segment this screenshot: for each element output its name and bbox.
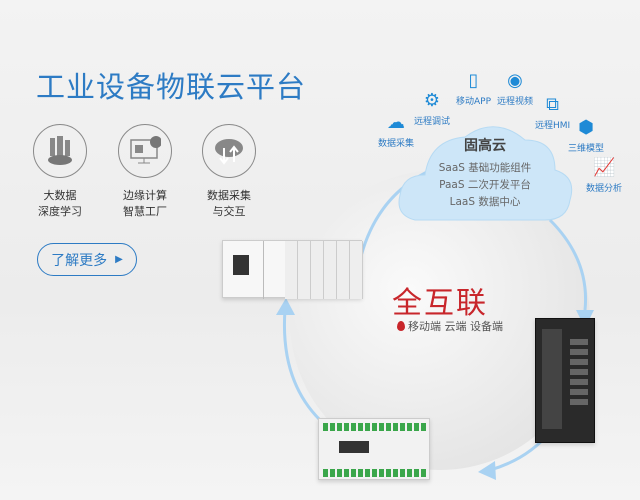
service-label: 三维模型 — [568, 144, 605, 154]
play-arrow-icon: ▶ — [115, 254, 123, 265]
service-label: 远程HMI — [535, 121, 571, 131]
arrow-arc — [548, 218, 588, 311]
service-label: 远程视频 — [497, 97, 534, 107]
service-remote-hmi: ⧉ 远程HMI — [535, 94, 570, 131]
feature-label: 大数据 — [43, 189, 77, 202]
brand-subtitle: 移动端 云端 设备端 — [397, 318, 503, 334]
chart-board-icon: 📈 — [593, 157, 616, 178]
brand-title: 全互联 — [392, 286, 488, 321]
service-label: 数据采集 — [378, 139, 415, 149]
feature-label: 智慧工厂 — [123, 205, 167, 218]
feature-label: 边缘计算 — [123, 189, 167, 202]
feature-label: 与交互 — [212, 205, 246, 218]
arrow-arc — [282, 309, 322, 422]
service-remote-video: ◉ 远程视频 — [497, 70, 533, 107]
cloud-line: SaaS 基础功能组件 — [438, 162, 532, 174]
feature-data-collection: 数据采集与交互 — [189, 124, 269, 220]
cloud-name: 固高云 — [464, 138, 506, 154]
brand-subtitle-text: 移动端 云端 设备端 — [408, 320, 503, 333]
service-label: 远程调试 — [414, 117, 451, 127]
service-3d-model: ⬢ 三维模型 — [568, 117, 604, 154]
feature-edge-computing: 边缘计算智慧工厂 — [105, 124, 185, 220]
cloud-shape — [398, 126, 573, 221]
learn-more-button[interactable]: 了解更多 ▶ — [37, 243, 137, 276]
cloud-line: LaaS 数据中心 — [449, 196, 521, 208]
cube-icon: ⬢ — [578, 117, 594, 138]
page-title: 工业设备物联云平台 — [36, 70, 307, 104]
service-remote-debug: ⚙ 远程调试 — [414, 90, 450, 127]
remote-debug-icon: ⚙ — [423, 90, 441, 111]
feature-label: 数据采集 — [207, 189, 251, 202]
service-label: 移动APP — [456, 97, 492, 107]
service-data-collection: ☁ 数据采集 — [378, 112, 414, 149]
feature-label: 深度学习 — [38, 205, 82, 218]
learn-more-label: 了解更多 — [51, 252, 108, 269]
feature-big-data: 大数据深度学习 — [20, 124, 100, 220]
big-data-icon — [33, 124, 87, 178]
service-label: 数据分析 — [586, 184, 623, 194]
remote-hmi-icon: ⧉ — [546, 94, 560, 115]
industrial-pc-image — [535, 318, 595, 443]
motion-controller-image — [318, 418, 430, 480]
service-data-analysis: 📈 数据分析 — [586, 157, 622, 194]
drop-icon — [397, 321, 405, 331]
cloud-transfer-icon: ☁ — [387, 112, 405, 133]
cloud-sync-icon — [202, 124, 256, 178]
edge-computing-icon — [118, 124, 172, 178]
service-mobile-app: ▯ 移动APP — [456, 70, 491, 107]
webcam-icon: ◉ — [507, 70, 523, 91]
mobile-icon: ▯ — [468, 70, 479, 91]
cloud-line: PaaS 二次开发平台 — [439, 179, 531, 191]
plc-controller-image — [222, 240, 363, 299]
